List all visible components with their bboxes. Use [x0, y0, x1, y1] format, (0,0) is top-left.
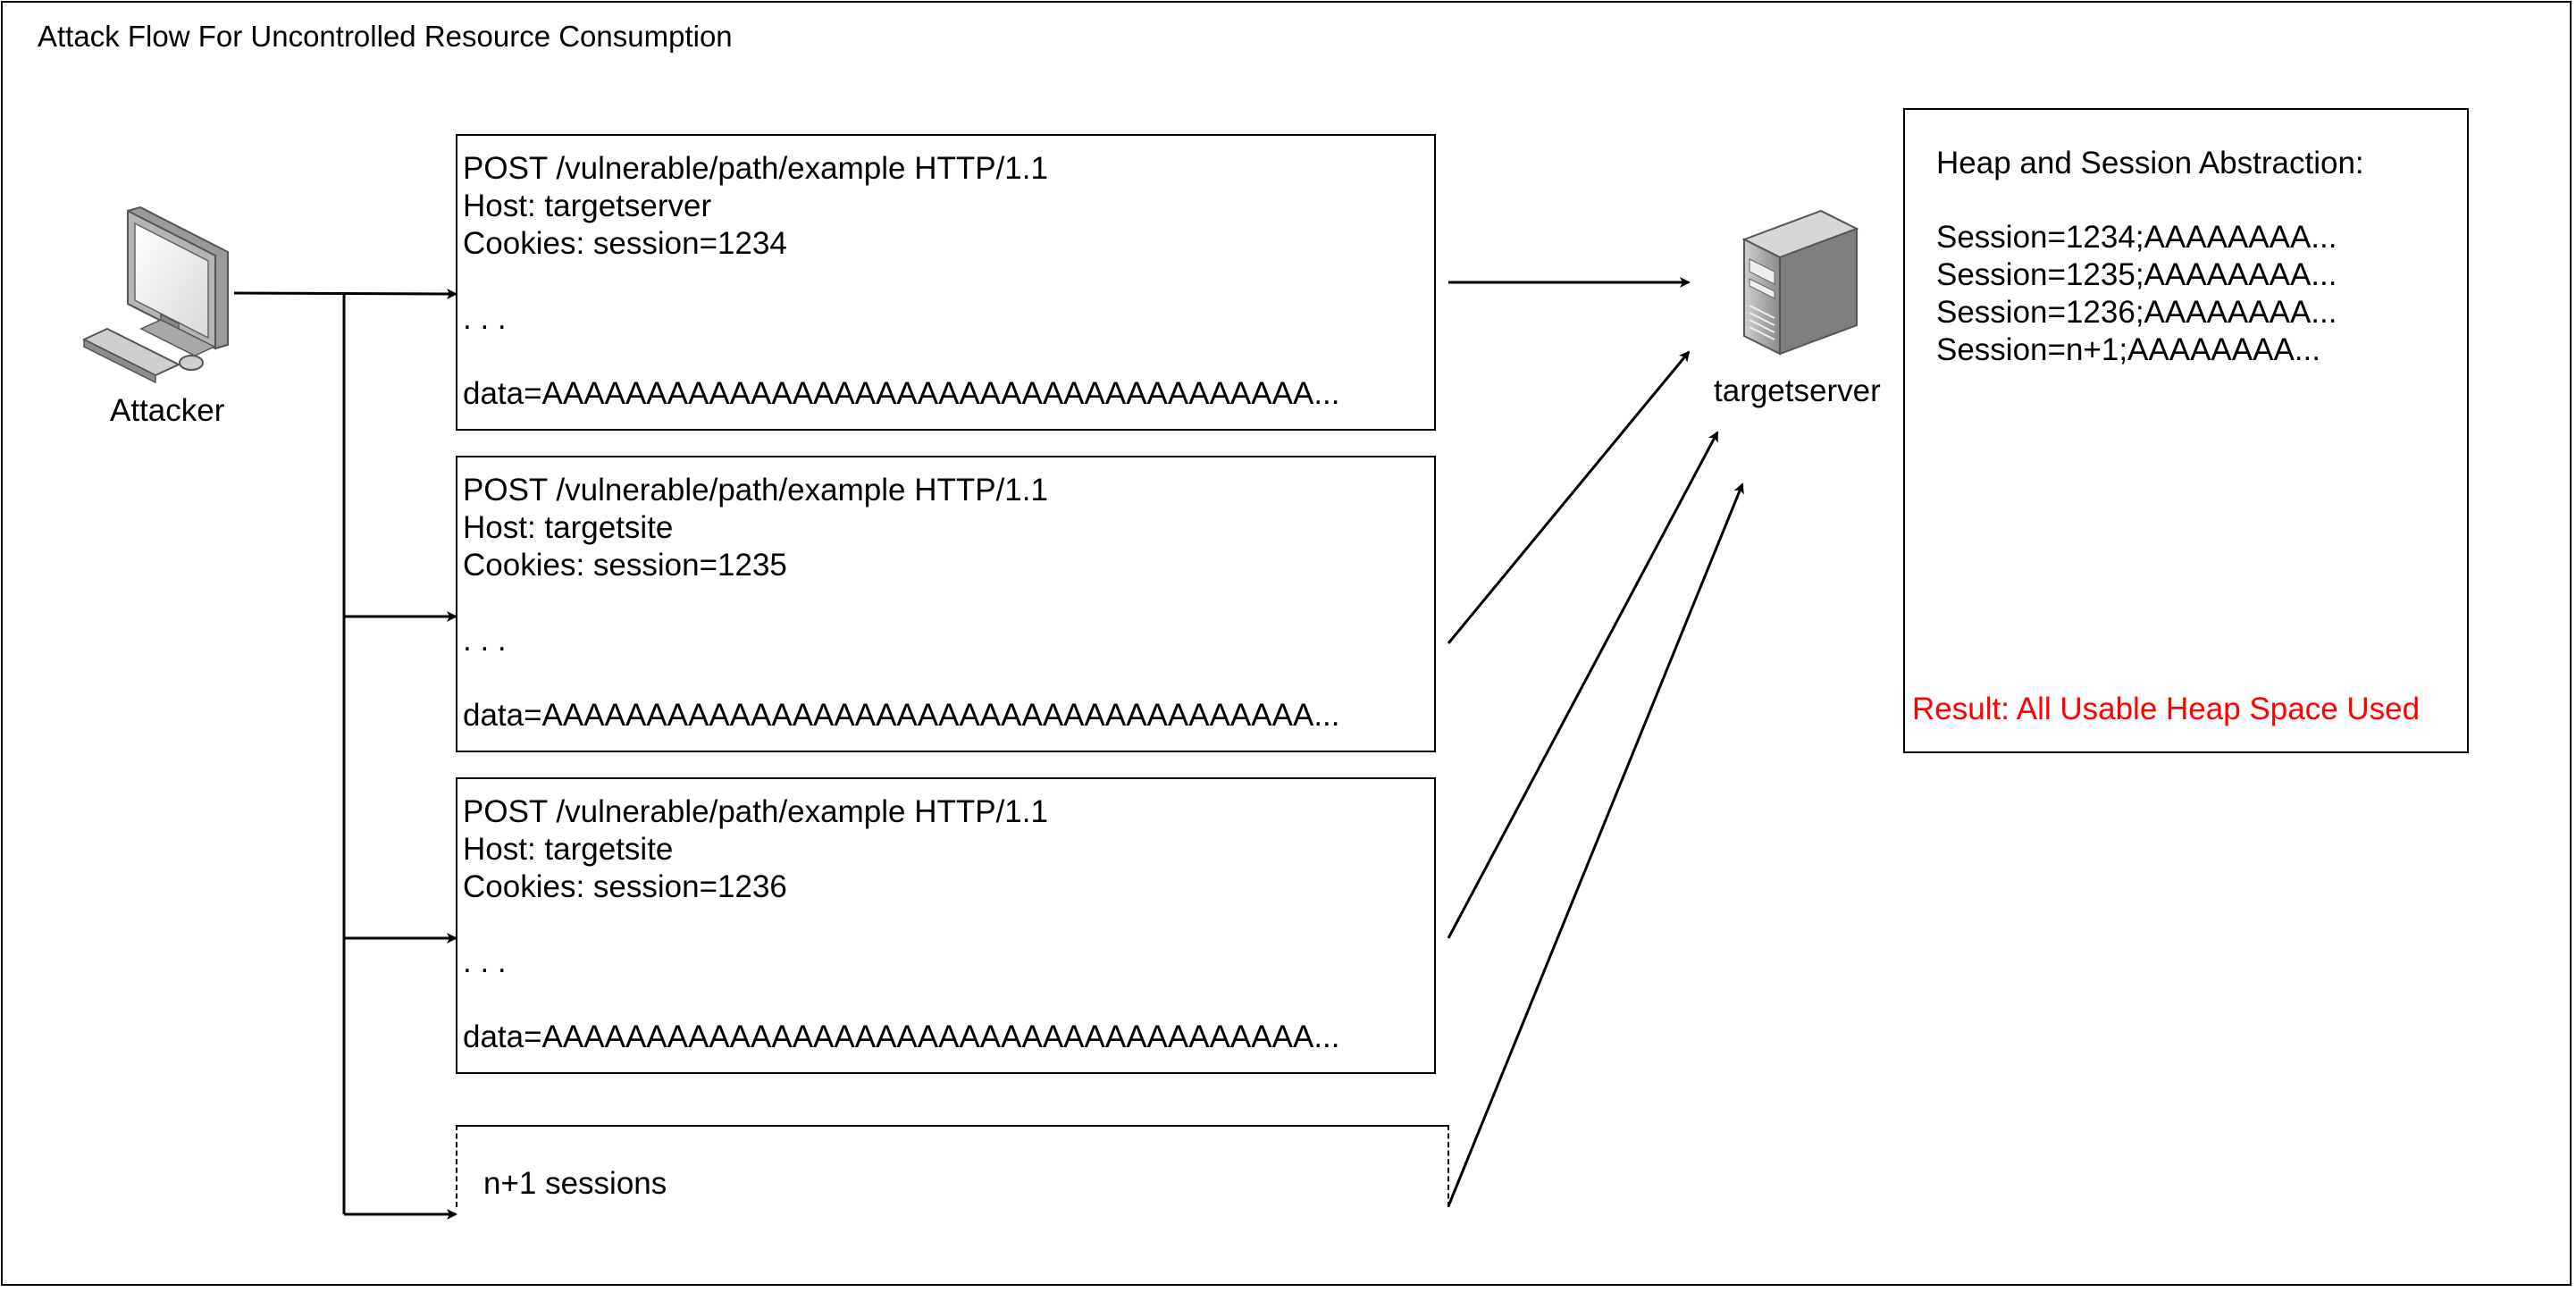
request-data: data=AAAAAAAAAAAAAAAAAAAAAAAAAAAAAAAAAAA…: [463, 1019, 1340, 1054]
heap-session-line: Session=1234;AAAAAAAA...: [1936, 220, 2337, 255]
request-cookies: Cookies: session=1236: [463, 869, 787, 904]
request-line: POST /vulnerable/path/example HTTP/1.1: [463, 794, 1048, 829]
connector-more-sessions-to-server: [1447, 482, 1744, 1207]
request-host: Host: targetserver: [463, 189, 712, 223]
heap-session-line: Session=n+1;AAAAAAAA...: [1936, 332, 2320, 367]
attacker-label: Attacker: [110, 393, 225, 428]
computer-icon: [81, 206, 229, 384]
server-icon: [1741, 209, 1859, 356]
request-host: Host: targetsite: [463, 510, 674, 545]
request-ellipsis: . . .: [463, 944, 507, 979]
request-line: POST /vulnerable/path/example HTTP/1.1: [463, 473, 1048, 508]
request-ellipsis: . . .: [463, 623, 507, 658]
request-host: Host: targetsite: [463, 832, 674, 867]
connector-request-2-to-server: [1447, 350, 1691, 644]
heap-title: Heap and Session Abstraction:: [1936, 146, 2364, 180]
request-ellipsis: . . .: [463, 301, 507, 336]
request-data: data=AAAAAAAAAAAAAAAAAAAAAAAAAAAAAAAAAAA…: [463, 376, 1340, 411]
heap-box: [1903, 108, 2469, 753]
diagram-title: Attack Flow For Uncontrolled Resource Co…: [38, 20, 733, 53]
request-box-2: POST /vulnerable/path/example HTTP/1.1 H…: [456, 456, 1436, 752]
request-data: data=AAAAAAAAAAAAAAAAAAAAAAAAAAAAAAAAAAA…: [463, 698, 1340, 733]
request-box-1: POST /vulnerable/path/example HTTP/1.1 H…: [456, 134, 1436, 431]
request-cookies: Cookies: session=1234: [463, 226, 787, 261]
request-box-3: POST /vulnerable/path/example HTTP/1.1 H…: [456, 777, 1436, 1074]
heap-session-line: Session=1236;AAAAAAAA...: [1936, 295, 2337, 330]
more-sessions-box: [456, 1125, 1449, 1207]
connector-request-3-to-server: [1447, 431, 1719, 939]
request-line: POST /vulnerable/path/example HTTP/1.1: [463, 151, 1048, 186]
server-label: targetserver: [1714, 373, 1881, 408]
heap-session-line: Session=1235;AAAAAAAA...: [1936, 257, 2337, 292]
heap-result: Result: All Usable Heap Space Used: [1912, 692, 2421, 726]
request-cookies: Cookies: session=1235: [463, 548, 787, 583]
more-sessions-label: n+1 sessions: [483, 1166, 667, 1201]
